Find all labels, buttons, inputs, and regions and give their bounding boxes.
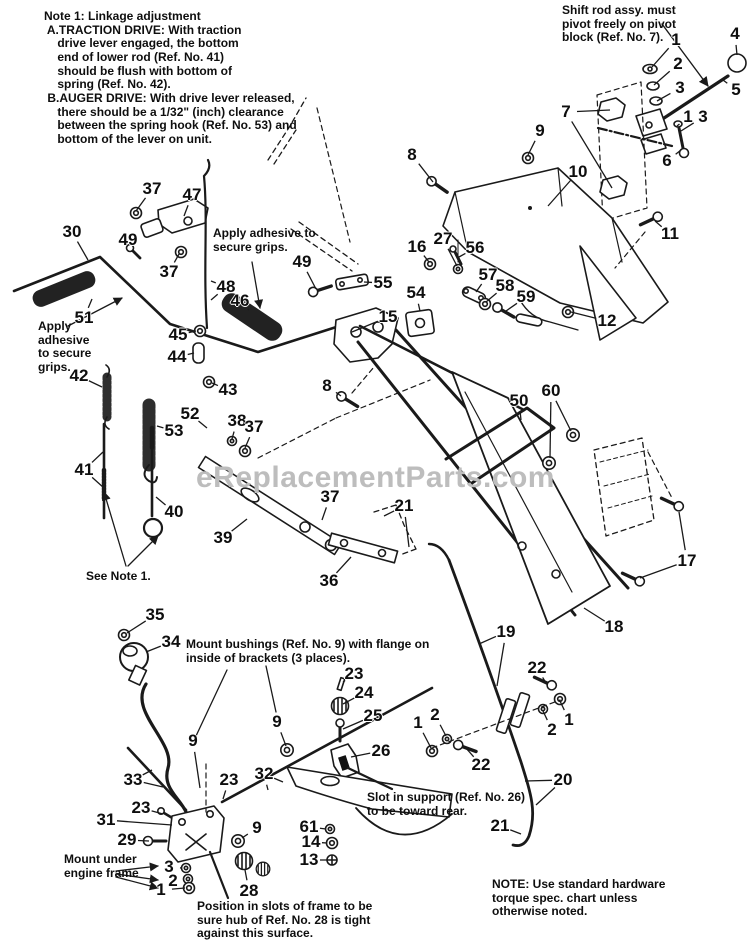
part-number-label-8: 8 xyxy=(322,376,332,395)
part-number-label-3: 3 xyxy=(698,107,708,126)
part-number-label-9: 9 xyxy=(272,712,282,731)
part-number-label-3: 3 xyxy=(164,857,174,876)
part-number-label-43: 43 xyxy=(218,380,238,399)
note-shift-rod: Shift rod assy. must pivot freely on piv… xyxy=(562,3,677,45)
part-number-label-40: 40 xyxy=(164,502,184,521)
part-number-label-9: 9 xyxy=(535,121,545,140)
part-number-label-21: 21 xyxy=(490,816,510,835)
part-number-label-11: 11 xyxy=(661,224,679,243)
part-number-label-22: 22 xyxy=(527,658,547,677)
part-number-label-1: 1 xyxy=(413,713,423,732)
part-number-label-10: 10 xyxy=(568,162,588,181)
part-number-label-39: 39 xyxy=(213,528,233,547)
part-number-label-37: 37 xyxy=(244,417,264,436)
part-number-label-26: 26 xyxy=(371,741,391,760)
part-number-label-61: 61 xyxy=(299,817,319,836)
part-number-label-44: 44 xyxy=(167,347,187,366)
part-number-label-33: 33 xyxy=(123,770,143,789)
part-number-label-1: 1 xyxy=(683,107,693,126)
note-mount-under-engine: Mount under engine frame xyxy=(64,852,139,880)
part-number-label-37: 37 xyxy=(159,262,179,281)
part-number-label-59: 59 xyxy=(516,287,536,306)
part-number-label-2: 2 xyxy=(430,705,440,724)
part-number-label-12: 12 xyxy=(597,311,617,330)
part-number-label-17: 17 xyxy=(677,551,697,570)
part-number-label-23: 23 xyxy=(131,798,151,817)
part-number-label-32: 32 xyxy=(254,764,274,783)
part-number-label-45: 45 xyxy=(168,325,188,344)
part-number-label-1: 1 xyxy=(564,710,574,729)
part-number-label-22: 22 xyxy=(471,755,491,774)
part-number-label-23: 23 xyxy=(344,664,364,683)
part-number-label-1: 1 xyxy=(156,880,166,899)
note-position-in-slots: Position in slots of frame to be sure hu… xyxy=(197,899,373,941)
part-number-label-49: 49 xyxy=(292,252,312,271)
part-number-label-60: 60 xyxy=(541,381,561,400)
part-number-label-50: 50 xyxy=(509,391,529,410)
part-number-label-16: 16 xyxy=(407,237,427,256)
part-number-label-21: 21 xyxy=(394,496,414,515)
part-number-label-24: 24 xyxy=(354,683,374,702)
note-slot-in-support: Slot in support (Ref. No. 26) to be towa… xyxy=(367,790,525,818)
part-number-label-29: 29 xyxy=(117,830,137,849)
part-number-label-19: 19 xyxy=(496,622,516,641)
part-number-label-55: 55 xyxy=(373,273,393,292)
part-number-label-7: 7 xyxy=(561,102,571,121)
part-number-label-4: 4 xyxy=(730,24,740,43)
note-standard-hardware: NOTE: Use standard hardware torque spec.… xyxy=(492,877,666,919)
part-number-label-5: 5 xyxy=(731,80,741,99)
part-number-label-1: 1 xyxy=(671,30,681,49)
part-number-label-42: 42 xyxy=(69,366,89,385)
note-apply-adhesive-left: Apply adhesive to secure grips. xyxy=(38,319,92,375)
part-number-label-14: 14 xyxy=(301,832,321,851)
part-number-label-8: 8 xyxy=(407,145,417,164)
part-number-label-56: 56 xyxy=(465,238,485,257)
part-number-label-51: 51 xyxy=(74,308,94,327)
part-number-label-58: 58 xyxy=(495,276,515,295)
part-number-label-53: 53 xyxy=(164,421,184,440)
note-mount-bushings: Mount bushings (Ref. No. 9) with flange … xyxy=(186,637,430,665)
part-number-label-18: 18 xyxy=(604,617,624,636)
part-number-label-38: 38 xyxy=(227,411,247,430)
part-number-label-9: 9 xyxy=(252,818,262,837)
part-number-label-34: 34 xyxy=(161,632,181,651)
part-number-label-46: 46 xyxy=(230,291,250,310)
part-number-label-23: 23 xyxy=(219,770,239,789)
note-apply-adhesive-right: Apply adhesive to secure grips. xyxy=(213,226,316,254)
part-number-label-54: 54 xyxy=(406,283,426,302)
part-number-label-2: 2 xyxy=(168,871,178,890)
part-number-label-9: 9 xyxy=(188,731,198,750)
part-number-label-37: 37 xyxy=(320,487,340,506)
part-number-label-28: 28 xyxy=(239,881,259,900)
part-number-label-2: 2 xyxy=(547,720,557,739)
part-number-label-37: 37 xyxy=(142,179,162,198)
part-number-label-35: 35 xyxy=(145,605,165,624)
note-linkage-adjustment: Note 1: Linkage adjustment A.TRACTION DR… xyxy=(44,9,297,147)
part-number-label-52: 52 xyxy=(180,404,200,423)
part-number-label-36: 36 xyxy=(319,571,339,590)
part-number-label-20: 20 xyxy=(553,770,573,789)
part-number-label-41: 41 xyxy=(74,460,94,479)
part-number-label-15: 15 xyxy=(378,307,398,326)
part-number-label-3: 3 xyxy=(675,78,685,97)
part-number-label-27: 27 xyxy=(433,229,453,248)
part-number-label-48: 48 xyxy=(216,277,236,296)
part-number-label-57: 57 xyxy=(478,265,498,284)
part-number-label-49: 49 xyxy=(118,230,138,249)
part-number-label-25: 25 xyxy=(363,706,383,725)
part-number-label-47: 47 xyxy=(182,185,202,204)
part-number-label-31: 31 xyxy=(96,810,116,829)
part-number-label-30: 30 xyxy=(62,222,82,241)
part-number-label-13: 13 xyxy=(299,850,319,869)
part-number-label-2: 2 xyxy=(673,54,683,73)
note-see-note-1: See Note 1. xyxy=(86,569,151,583)
part-number-label-6: 6 xyxy=(662,151,672,170)
watermark: eReplacementParts.com xyxy=(196,461,555,494)
